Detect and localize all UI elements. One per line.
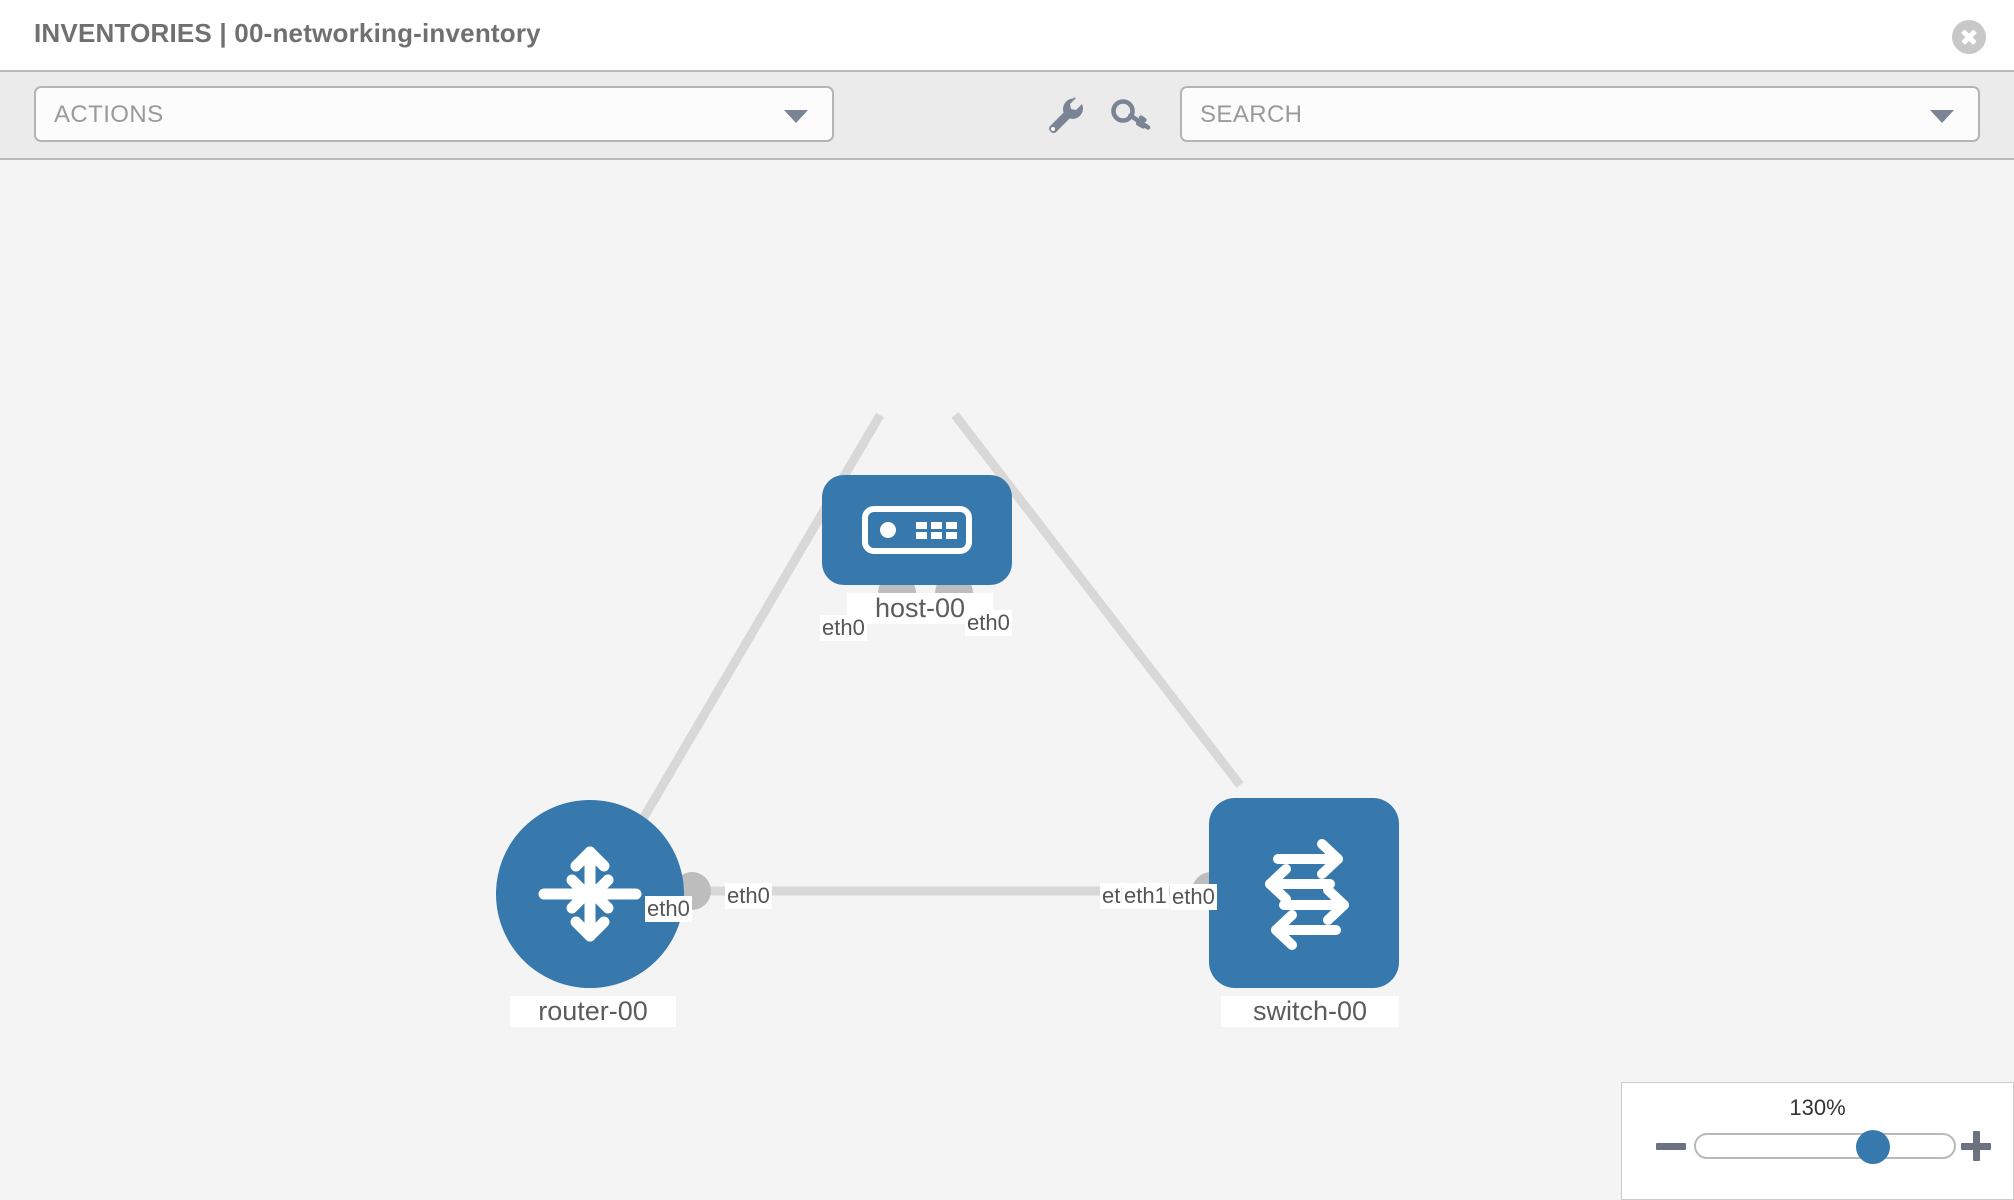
if-label-router-up: eth0 xyxy=(645,896,692,922)
node-switch-00[interactable]: switch-00 xyxy=(1209,798,1405,1027)
if-label-switch-left-b: eth1 xyxy=(1122,883,1169,909)
wrench-icon[interactable] xyxy=(1040,92,1086,138)
page-header: INVENTORIES | 00-networking-inventory xyxy=(0,0,2014,70)
switch-arrows-icon xyxy=(1265,839,1349,950)
chevron-down-icon xyxy=(784,110,808,123)
link-host-switch xyxy=(951,412,1244,788)
zoom-slider-thumb[interactable] xyxy=(1856,1130,1890,1164)
zoom-level-value: 130% xyxy=(1789,1095,1846,1120)
if-label-host-left: eth0 xyxy=(820,615,867,641)
node-router-00-shape[interactable] xyxy=(496,800,684,988)
node-router-00-label: router-00 xyxy=(510,996,676,1027)
node-switch-00-label: switch-00 xyxy=(1221,996,1399,1027)
toolbar: ACTIONS xyxy=(0,70,2014,160)
actions-dropdown[interactable]: ACTIONS xyxy=(34,86,834,142)
zoom-slider-track[interactable] xyxy=(1694,1130,1956,1164)
topology-links xyxy=(606,412,1244,896)
node-host-00-shape[interactable] xyxy=(822,475,1012,585)
actions-dropdown-label: ACTIONS xyxy=(54,101,164,128)
node-switch-00-shape[interactable] xyxy=(1209,798,1399,988)
if-label-router-right: eth0 xyxy=(725,883,772,909)
search-input[interactable] xyxy=(1198,88,1902,142)
minus-icon[interactable] xyxy=(1656,1131,1686,1161)
page-title: INVENTORIES | 00-networking-inventory xyxy=(34,18,541,48)
server-device-icon xyxy=(862,506,972,554)
if-label-host-right: eth0 xyxy=(965,610,1012,636)
chevron-down-icon[interactable] xyxy=(1930,110,1954,123)
close-icon[interactable] xyxy=(1952,20,1986,54)
node-router-00[interactable]: router-00 xyxy=(496,800,686,1027)
search-field[interactable] xyxy=(1180,86,1980,142)
router-arrows-icon xyxy=(538,846,642,942)
topology-canvas[interactable]: host-00 rout xyxy=(0,160,2014,1200)
plus-icon[interactable] xyxy=(1961,1131,1991,1161)
key-icon[interactable] xyxy=(1108,92,1154,138)
if-label-switch-up: eth0 xyxy=(1170,884,1217,910)
zoom-control-panel: 130% xyxy=(1621,1082,2014,1200)
